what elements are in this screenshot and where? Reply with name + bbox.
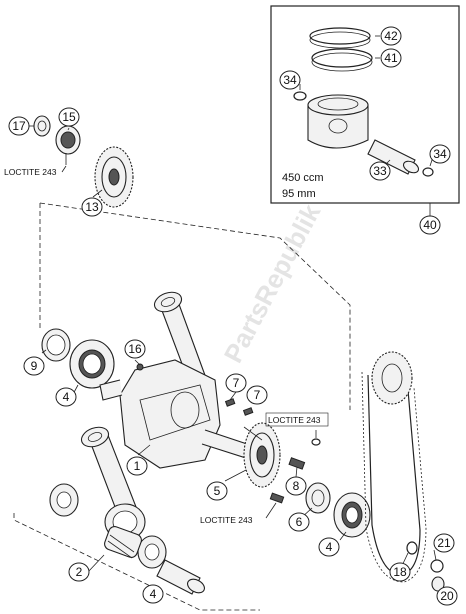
- woodruff-key-a: [224, 398, 236, 407]
- svg-text:20: 20: [440, 589, 454, 603]
- callout-40: 40: [419, 215, 441, 235]
- screw-washer: [311, 438, 321, 446]
- callout-18: 18: [389, 562, 411, 582]
- svg-text:16: 16: [128, 342, 142, 356]
- loctite-note-bottom-leader: [265, 502, 277, 519]
- loctite-note-bottom: LOCTITE 243: [200, 515, 253, 525]
- washer-21: [430, 559, 444, 573]
- callout-6: 6: [288, 512, 310, 532]
- spacer-right: [305, 482, 331, 514]
- screw-6: [269, 492, 285, 504]
- callout-17: 17: [8, 116, 30, 136]
- callout-15: 15: [58, 107, 80, 127]
- svg-text:34: 34: [283, 73, 297, 87]
- loctite-note-top-leader: [61, 165, 67, 173]
- svg-text:18: 18: [393, 565, 407, 579]
- svg-text:7: 7: [254, 388, 261, 402]
- svg-text:42: 42: [384, 29, 398, 43]
- loctite-note-top: LOCTITE 243: [4, 167, 57, 177]
- piston-ring-41-inner: [311, 52, 373, 72]
- circlip-18: [406, 541, 418, 555]
- piston-ring-41: [311, 48, 373, 68]
- piston-ring-42: [309, 27, 371, 45]
- svg-text:17: 17: [12, 119, 26, 133]
- callout-16: 16: [124, 339, 146, 359]
- svg-text:1: 1: [134, 459, 141, 473]
- callout-13: 13: [81, 197, 103, 217]
- bearing-small: [55, 125, 81, 155]
- loctite-note-mid: LOCTITE 243: [268, 415, 321, 425]
- svg-text:7: 7: [233, 376, 240, 390]
- spacer-right-bore: [311, 489, 325, 507]
- woodruff-key-b: [242, 407, 254, 416]
- crank-plug: [136, 363, 144, 371]
- displacement-text: 450 ccm: [282, 172, 324, 184]
- callout-34-right: 34: [429, 144, 451, 164]
- piston-ring-42-inner: [309, 31, 371, 49]
- svg-text:9: 9: [31, 359, 38, 373]
- loctite-note-mid-frame: [265, 412, 329, 427]
- crankshaft: [99, 359, 251, 469]
- svg-text:4: 4: [150, 587, 157, 601]
- piston: [307, 94, 369, 149]
- svg-text:13: 13: [85, 200, 99, 214]
- circlip-left: [293, 91, 307, 101]
- watermark-text: PartsRepublik: [218, 199, 327, 368]
- callout-42: 42: [380, 26, 402, 46]
- circlip-right: [422, 167, 434, 177]
- svg-text:8: 8: [293, 479, 300, 493]
- callout-8: 8: [285, 476, 307, 496]
- callout-9: 9: [23, 356, 45, 376]
- callout-2: 2: [68, 562, 90, 582]
- piston-inset: 450 ccm 95 mm: [270, 5, 460, 204]
- svg-text:2: 2: [76, 565, 83, 579]
- main-bearing-left: [69, 339, 115, 389]
- assembly-guide-bottom: [13, 513, 260, 611]
- thrust-washer-left-bore: [56, 491, 72, 509]
- svg-text:41: 41: [384, 51, 398, 65]
- callout-4-left: 4: [55, 387, 77, 407]
- oil-seal: [33, 115, 51, 137]
- svg-text:40: 40: [423, 218, 437, 232]
- svg-text:21: 21: [437, 536, 451, 550]
- bore-text: 95 mm: [282, 188, 316, 200]
- nut-20: [431, 576, 445, 592]
- crank-seal: [41, 328, 71, 362]
- crank-pin: [156, 559, 205, 595]
- assembly-guide-top: [39, 202, 351, 410]
- callout-41: 41: [380, 48, 402, 68]
- callout-33: 33: [369, 161, 391, 181]
- needle-bearing: [104, 526, 142, 559]
- callout-7-b: 7: [246, 385, 268, 405]
- callout-5: 5: [206, 481, 228, 501]
- callout-4-right: 4: [318, 537, 340, 557]
- svg-text:4: 4: [63, 390, 70, 404]
- svg-text:4: 4: [326, 540, 333, 554]
- watermark: PartsRepublik: [218, 199, 327, 368]
- svg-text:15: 15: [62, 110, 76, 124]
- callout-4-bottom: 4: [142, 584, 164, 604]
- callout-7-a: 7: [225, 373, 247, 393]
- piston-pin: [367, 139, 420, 175]
- svg-text:6: 6: [296, 515, 303, 529]
- callout-34-left: 34: [279, 70, 301, 90]
- balancer-gear: [94, 146, 134, 208]
- screw-8: [288, 457, 306, 470]
- callout-21: 21: [433, 533, 455, 553]
- timing-chain: [361, 351, 427, 583]
- callout-1: 1: [126, 456, 148, 476]
- thrust-washer-right-bore: [144, 543, 160, 561]
- leader-lines: [29, 35, 437, 573]
- svg-text:5: 5: [214, 484, 221, 498]
- callout-20: 20: [436, 586, 458, 606]
- svg-text:34: 34: [433, 147, 447, 161]
- primary-gear: [243, 422, 281, 488]
- oil-seal-bore: [37, 120, 47, 132]
- main-bearing-right: [333, 492, 371, 538]
- svg-text:33: 33: [373, 164, 387, 178]
